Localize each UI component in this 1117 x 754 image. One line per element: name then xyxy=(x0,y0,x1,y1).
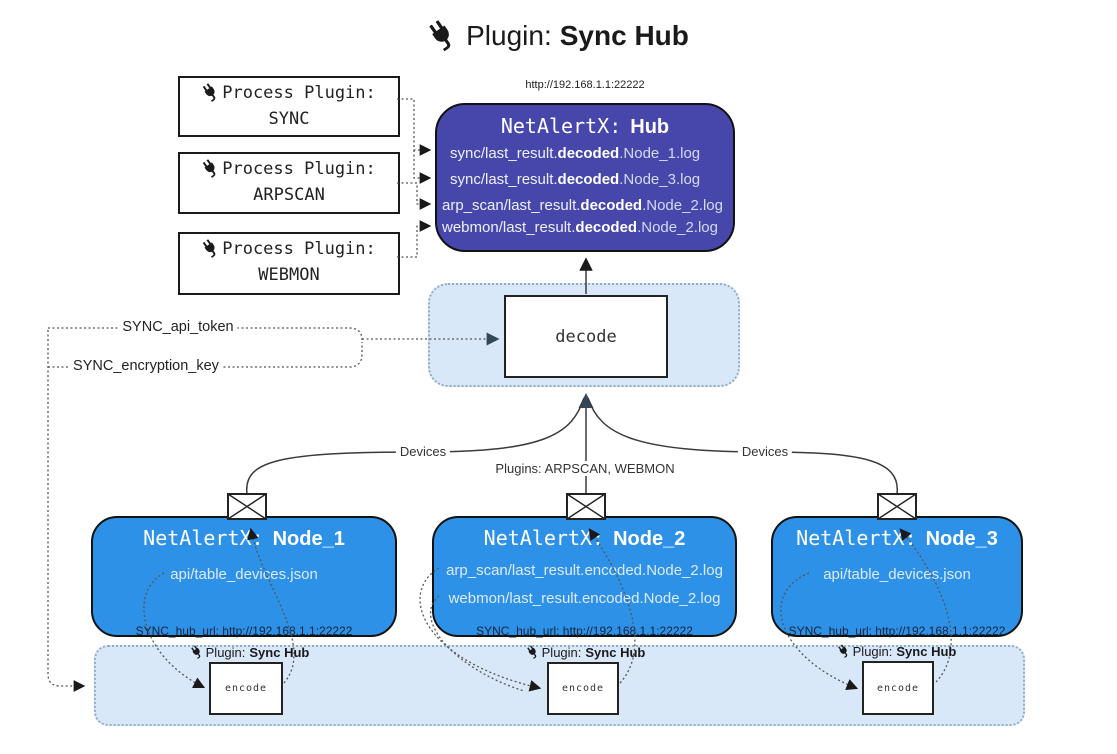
process-plugin-label: Process Plugin: xyxy=(222,83,376,103)
process-plugin-name: SYNC xyxy=(268,109,310,129)
node-hub-url: SYNC_hub_url: http://192.168.1.1:22222 xyxy=(788,624,1006,638)
page-title: Plugin: Sync Hub xyxy=(0,16,1117,56)
plug-icon xyxy=(198,80,224,107)
decode-box: decode xyxy=(504,295,668,378)
plug-icon xyxy=(524,643,543,663)
process-plugin-label: Process Plugin: xyxy=(222,239,376,259)
wire-arpscan-to-log3 xyxy=(397,182,432,210)
plug-icon xyxy=(198,156,224,183)
node-2-box: NetAlertX: Node_2 arp_scan/last_result.e… xyxy=(432,516,737,638)
edge-label-plugins-middle: Plugins: ARPSCAN, WEBMON xyxy=(491,461,679,476)
wire-sync-to-log1 xyxy=(397,98,432,156)
hub-log-line: webmon/last_result.decoded.Node_2.log xyxy=(442,219,718,236)
encoder-plugin-label: Plugin:Sync Hub xyxy=(188,643,309,663)
page-title-name: Sync Hub xyxy=(559,20,689,51)
process-plugin-sync-box: Process Plugin: SYNC xyxy=(178,76,400,137)
node-file-line: api/table_devices.json xyxy=(823,566,971,583)
wire-settings-to-strip xyxy=(47,330,86,692)
hub-url: http://192.168.1.1:22222 xyxy=(525,79,645,91)
process-plugin-name: ARPSCAN xyxy=(253,185,325,205)
hub-log-line: sync/last_result.decoded.Node_3.log xyxy=(450,171,701,188)
node-file-line: api/table_devices.json xyxy=(170,566,318,583)
node-3-box: NetAlertX: Node_3 api/table_devices.json… xyxy=(771,516,1023,638)
envelope-icon xyxy=(566,493,606,520)
encode-box: encode xyxy=(547,662,619,715)
edge-label-devices-right: Devices xyxy=(737,444,793,459)
node-hub-url: SYNC_hub_url: http://192.168.1.1:22222 xyxy=(135,624,353,638)
node-file-line: arp_scan/last_result.encoded.Node_2.log xyxy=(446,562,723,579)
encode-box: encode xyxy=(209,662,283,715)
sync-encryption-key-label: SYNC_encryption_key xyxy=(69,358,223,374)
node-name-prefix: NetAlertX: xyxy=(796,526,917,550)
hub-name-prefix: NetAlertX: xyxy=(500,114,622,138)
node-name: Node_3 xyxy=(925,528,998,550)
process-plugin-name: WEBMON xyxy=(258,265,320,285)
edge-label-devices-left: Devices xyxy=(395,444,451,459)
encoder-plugin-label: Plugin:Sync Hub xyxy=(835,642,956,662)
plug-icon xyxy=(198,236,224,263)
envelope-icon xyxy=(877,493,917,520)
hub-box: NetAlertX: Hub sync/last_result.decoded.… xyxy=(435,103,735,252)
wire-sync-to-log2 xyxy=(413,150,432,184)
node-hub-url: SYNC_hub_url: http://192.168.1.1:22222 xyxy=(476,624,693,638)
plug-icon xyxy=(188,643,207,663)
node-name: Node_1 xyxy=(272,528,345,550)
hub-log-line: sync/last_result.decoded.Node_1.log xyxy=(450,145,701,162)
node-name-prefix: NetAlertX: xyxy=(483,526,605,550)
page-title-prefix: Plugin: xyxy=(466,20,552,51)
plug-icon xyxy=(421,14,465,58)
hub-name: Hub xyxy=(630,116,670,138)
process-plugin-label: Process Plugin: xyxy=(222,159,376,179)
envelope-icon xyxy=(227,493,267,520)
wire-webmon-to-log4 xyxy=(397,220,432,258)
hub-log-line: arp_scan/last_result.decoded.Node_2.log xyxy=(442,197,723,214)
node-1-box: NetAlertX: Node_1 api/table_devices.json… xyxy=(91,516,397,638)
node-name: Node_2 xyxy=(613,528,686,550)
sync-api-token-label: SYNC_api_token xyxy=(118,319,238,335)
node-file-line: webmon/last_result.encoded.Node_2.log xyxy=(448,590,721,607)
encode-box: encode xyxy=(862,661,934,715)
node-name-prefix: NetAlertX: xyxy=(143,526,264,550)
process-plugin-webmon-box: Process Plugin: WEBMON xyxy=(178,232,400,295)
process-plugin-arpscan-box: Process Plugin: ARPSCAN xyxy=(178,152,400,214)
encoder-plugin-label: Plugin:Sync Hub xyxy=(524,643,645,663)
plug-icon xyxy=(835,642,854,662)
